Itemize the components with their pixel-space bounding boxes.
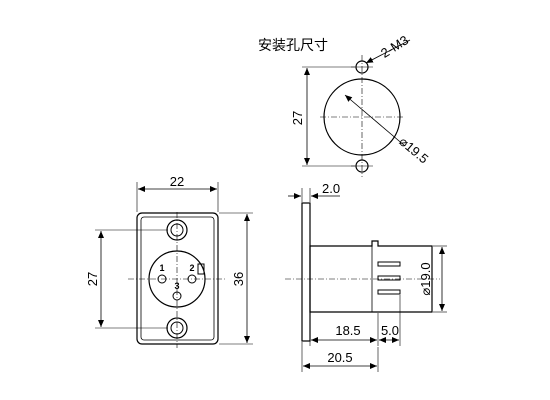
side-pin-top — [377, 261, 401, 267]
side-pin-bottom — [377, 289, 401, 295]
front-hole-spacing-label: 27 — [85, 272, 100, 286]
connector-body — [309, 240, 433, 313]
latch-notch — [197, 263, 205, 275]
diameter-leader-line — [344, 94, 406, 147]
body-diameter-label: ⌀19.0 — [418, 262, 433, 295]
pin-1-label: 1 — [159, 263, 164, 273]
front-view: 1 2 3 22 27 36 — [85, 174, 253, 348]
side-view: 2.0 ⌀19.0 18.5 5.0 20.5 — [285, 181, 447, 372]
mounting-hole-view: 安装孔尺寸 2-M3 ⌀19.5 27 — [258, 32, 431, 177]
body-length-label: 18.5 — [335, 323, 360, 338]
flange-plate — [301, 202, 311, 342]
width-label: 22 — [170, 174, 184, 189]
height-label: 36 — [231, 272, 246, 286]
hole-leader-line — [365, 39, 411, 64]
front-plate-outer — [136, 212, 219, 345]
hole-spacing-label: 27 — [290, 111, 305, 125]
hole-size-label: 2-M3 — [378, 32, 411, 60]
front-plate-inner — [140, 216, 215, 341]
total-length-label: 20.5 — [327, 350, 352, 365]
cutout-diameter-label: ⌀19.5 — [396, 134, 431, 167]
pin-2-label: 2 — [189, 263, 194, 273]
flange-thickness-label: 2.0 — [322, 181, 340, 196]
mounting-hole-title: 安装孔尺寸 — [258, 38, 328, 54]
side-pin-middle — [377, 275, 401, 281]
pin-length-label: 5.0 — [381, 323, 399, 338]
